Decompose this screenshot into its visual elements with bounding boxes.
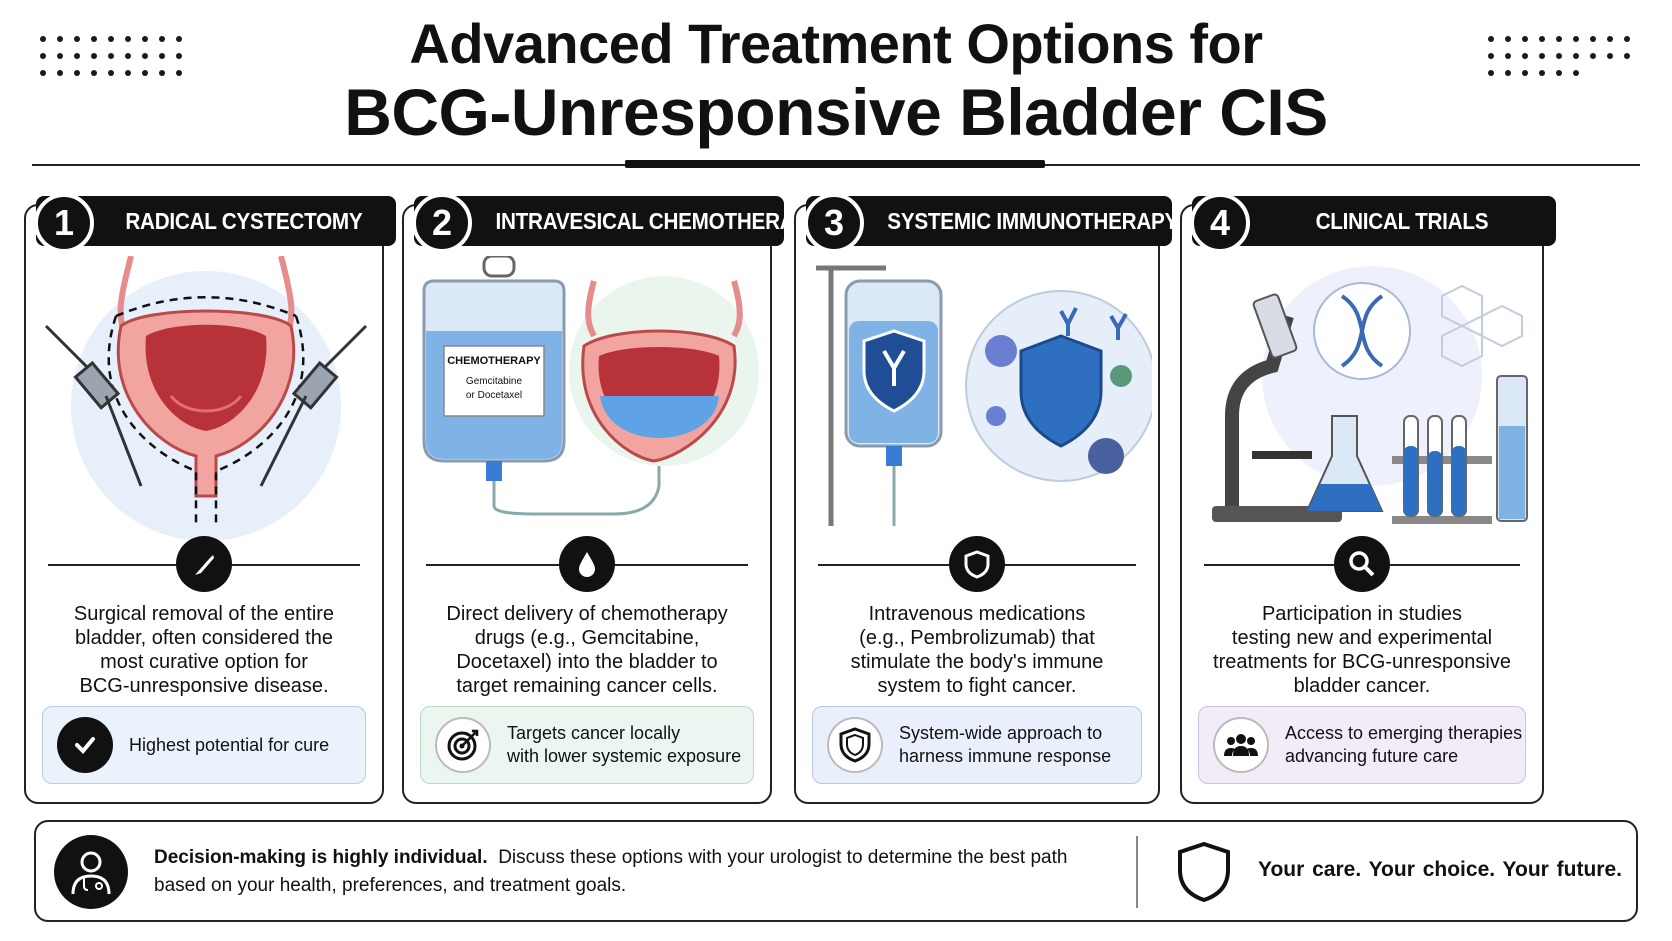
chemo-bag-bladder-illustration: CHEMOTHERAPY Gemcitabine or Docetaxel [414, 254, 760, 556]
magnifier-icon [1334, 536, 1390, 592]
shield-icon [949, 536, 1005, 592]
checkmark-icon [57, 717, 113, 773]
target-icon [435, 717, 491, 773]
card-number: 3 [804, 193, 864, 253]
decision-text: Decision-making is highly individual. Di… [154, 844, 1114, 900]
description-line: Participation in studies [1261, 603, 1463, 625]
card-number: 4 [1190, 193, 1250, 253]
bladder-surgery-illustration [36, 255, 372, 556]
title-underline [625, 160, 1045, 168]
card-description: Direct delivery of chemotherapy drugs (e… [424, 602, 750, 698]
bag-sub-1: Gemcitabine [466, 376, 523, 387]
card-systemic-immunotherapy: 3 SYSTEMIC IMMUNOTHERAPY Intravenous med… [794, 193, 1178, 804]
decision-bold: Decision-making is highly individual. [154, 847, 488, 868]
card-callout: Targets cancer locally with lower system… [420, 706, 754, 784]
decision-body: Discuss these options with your urologis… [154, 847, 1068, 896]
callout-text: Targets cancer locally with lower system… [507, 722, 741, 768]
shield-icon [1176, 840, 1232, 904]
card-header: 2 INTRAVESICAL CHEMOTHERAPY [412, 193, 822, 253]
callout-text: System-wide approach to harness immune r… [899, 722, 1111, 768]
decorative-dots-left [40, 36, 184, 76]
card-description: Intravenous medications (e.g., Pembroliz… [816, 602, 1138, 698]
description-line: bladder cancer. [1293, 675, 1431, 697]
callout-line: Highest potential for cure [129, 734, 330, 755]
description-line: target remaining cancer cells. [456, 675, 718, 697]
iv-immunotherapy-illustration [806, 256, 1157, 556]
title-line-2: BCG-Unresponsive Bladder CIS [344, 75, 1328, 149]
card-callout: Access to emerging therapies advancing f… [1198, 706, 1526, 784]
description-line: Intravenous medications [868, 603, 1086, 625]
description-line: treatments for BCG-unresponsive [1213, 651, 1511, 673]
card-header: 1 RADICAL CYSTECTOMY [34, 193, 396, 253]
callout-line: Access to emerging therapies [1285, 723, 1523, 743]
callout-text: Access to emerging therapies advancing f… [1285, 722, 1522, 768]
callout-text: Highest potential for cure [129, 734, 329, 757]
description-line: system to fight cancer. [877, 675, 1077, 697]
card-description: Participation in studies testing new and… [1202, 602, 1522, 698]
description-line: bladder, often considered the [75, 627, 333, 649]
group-icon [1213, 717, 1269, 773]
card-radical-cystectomy: 1 RADICAL CYSTECTOMY Surgical re [24, 193, 396, 804]
description-line: Direct delivery of chemotherapy [446, 603, 728, 625]
scalpel-icon [176, 536, 232, 592]
bag-label: CHEMOTHERAPY [447, 355, 541, 367]
card-callout: Highest potential for cure [42, 706, 366, 784]
callout-line: System-wide approach to [899, 723, 1103, 743]
banner-separator [1136, 836, 1138, 908]
card-number: 2 [412, 193, 472, 253]
laboratory-illustration [1192, 256, 1532, 556]
card-header: 4 CLINICAL TRIALS [1190, 193, 1556, 253]
card-clinical-trials: 4 CLINICAL TRIALS [1180, 193, 1556, 804]
decision-banner: Decision-making is highly individual. Di… [34, 820, 1638, 922]
description-line: BCG-unresponsive disease. [79, 675, 329, 697]
card-title: SYSTEMIC IMMUNOTHERAPY [887, 207, 1179, 234]
decorative-dots-right [1488, 36, 1632, 76]
description-line: (e.g., Pembrolizumab) that [859, 627, 1095, 649]
description-line: Surgical removal of the entire [73, 603, 335, 625]
card-description: Surgical removal of the entire bladder, … [46, 602, 362, 698]
description-line: drugs (e.g., Gemcitabine, [474, 627, 700, 649]
callout-line: Targets cancer locally [507, 723, 681, 743]
page-title: Advanced Treatment Options for BCG-Unres… [0, 12, 1672, 148]
doctor-avatar-icon [54, 835, 128, 909]
bag-sub-2: or Docetaxel [466, 390, 522, 401]
description-line: Docetaxel) into the bladder to [456, 651, 718, 673]
tagline: Your care. Your choice. Your future. [1258, 858, 1622, 881]
description-line: stimulate the body's immune [850, 651, 1104, 673]
card-header: 3 SYSTEMIC IMMUNOTHERAPY [804, 193, 1179, 253]
card-title: RADICAL CYSTECTOMY [125, 207, 363, 234]
description-line: testing new and experimental [1231, 627, 1493, 649]
description-line: most curative option for [100, 651, 308, 673]
title-line-1: Advanced Treatment Options for [409, 12, 1263, 75]
droplet-icon [559, 536, 615, 592]
callout-line: harness immune response [899, 746, 1112, 766]
card-intravesical-chemotherapy: 2 INTRAVESICAL CHEMOTHERAPY CHEMOTHERAPY… [402, 193, 822, 804]
card-title: INTRAVESICAL CHEMOTHERAPY [495, 207, 822, 234]
card-number: 1 [34, 193, 94, 253]
shield-outline-icon [827, 717, 883, 773]
card-title: CLINICAL TRIALS [1315, 207, 1489, 234]
card-callout: System-wide approach to harness immune r… [812, 706, 1142, 784]
callout-line: with lower systemic exposure [507, 746, 742, 766]
callout-line: advancing future care [1285, 746, 1459, 766]
